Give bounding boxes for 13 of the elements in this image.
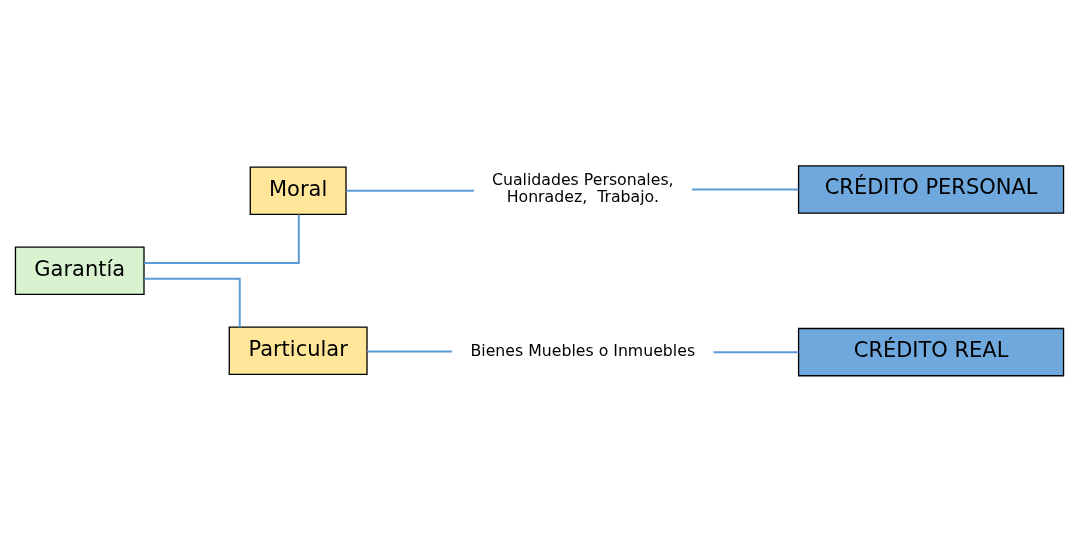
- node-box: CRÉDITO PERSONAL: [797, 165, 1065, 214]
- connector: [143, 213, 300, 264]
- node-text: Bienes Muebles o Inmuebles: [470, 341, 696, 361]
- connector: [691, 188, 800, 191]
- connector: [345, 189, 475, 192]
- node-box: Garantía: [14, 246, 145, 296]
- node-text: Cualidades Personales, Honradez, Trabajo.: [491, 170, 674, 207]
- node-box: Moral: [249, 166, 347, 216]
- node-box: CRÉDITO REAL: [797, 327, 1065, 377]
- connector: [712, 351, 800, 354]
- connector: [143, 277, 241, 329]
- node-box: Particular: [228, 326, 368, 376]
- connector: [366, 350, 454, 353]
